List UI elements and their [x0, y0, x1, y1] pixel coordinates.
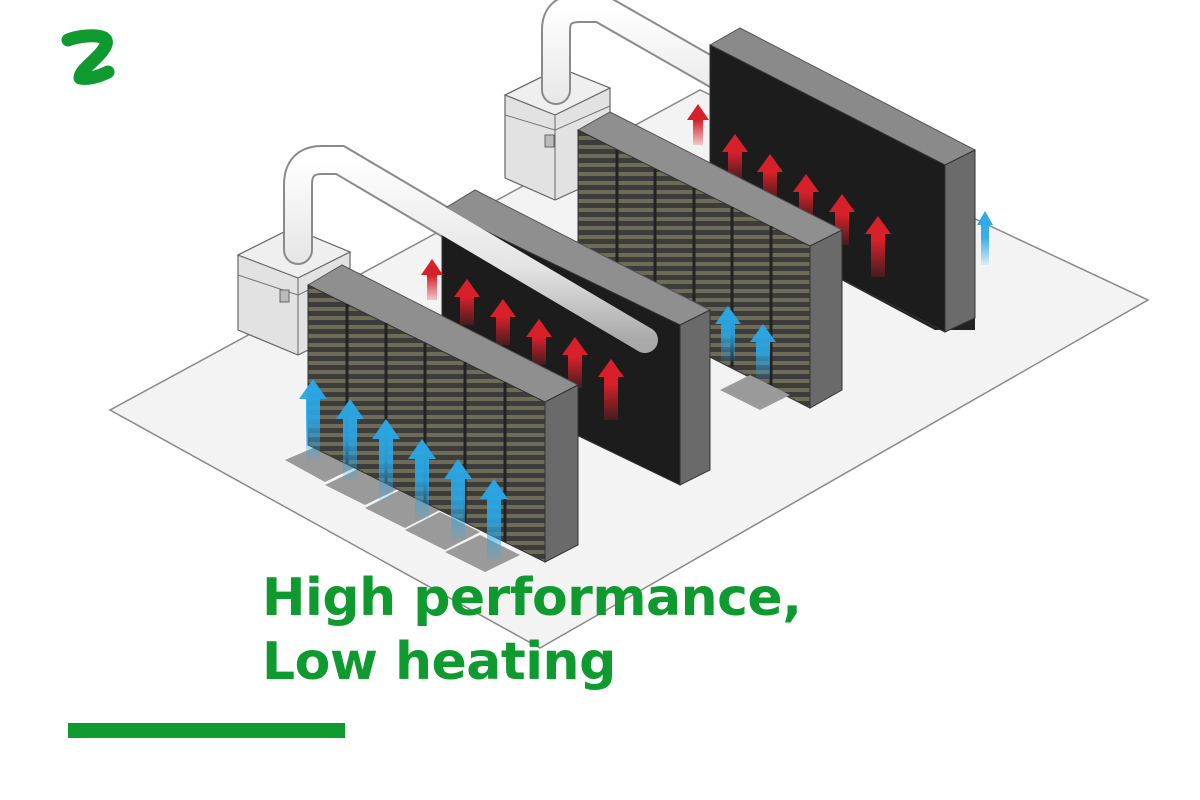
accent-underline-bar [68, 723, 345, 738]
headline-line-1: High performance, [262, 568, 802, 628]
rack-row-4 [708, 27, 977, 333]
hot-air-arrows-front [421, 259, 624, 420]
headline: High performance, Low heating [262, 566, 802, 694]
headline-line-2: Low heating [262, 632, 616, 692]
cold-air-arrows-row-3 [715, 211, 993, 380]
brand-logo-icon [61, 29, 115, 85]
rack-row-2 [440, 189, 712, 486]
cold-air-arrows-front [299, 379, 508, 560]
